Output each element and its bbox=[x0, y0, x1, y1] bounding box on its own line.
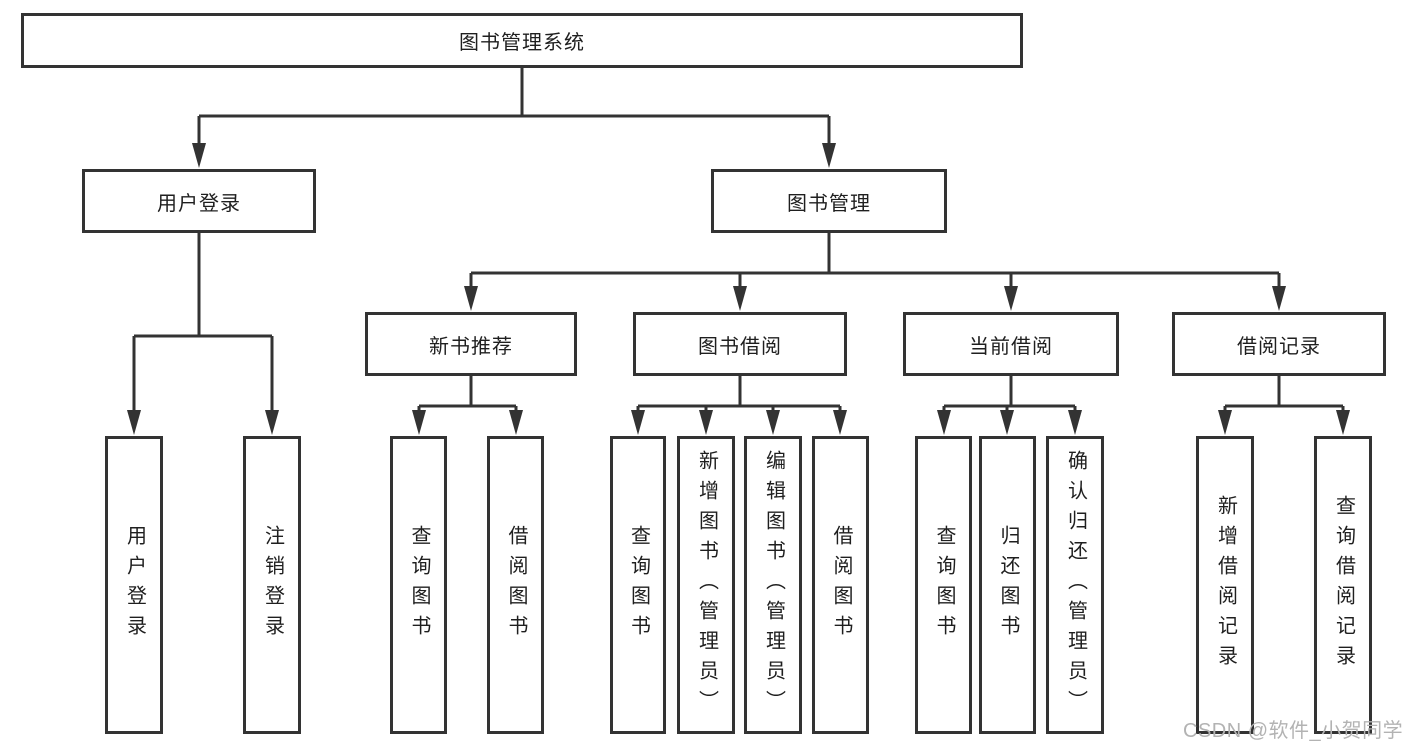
node-label: 确认归还（管理员） bbox=[1064, 450, 1087, 720]
node-label: 查询图书 bbox=[627, 525, 650, 645]
arrow-down-icon bbox=[509, 410, 523, 435]
node-label: 新增借阅记录 bbox=[1214, 495, 1237, 675]
leaf-user-login: 用户登录 bbox=[105, 436, 163, 734]
leaf-borrow-books: 借阅图书 bbox=[812, 436, 869, 734]
leaf-logout: 注销登录 bbox=[243, 436, 301, 734]
node-label: 查询图书 bbox=[408, 525, 430, 645]
node-label: 借阅图书 bbox=[505, 525, 527, 645]
node-root-title: 图书管理系统 bbox=[21, 13, 1023, 68]
node-label: 借阅图书 bbox=[830, 525, 852, 645]
node-label: 注销登录 bbox=[261, 525, 284, 645]
arrow-down-icon bbox=[937, 410, 951, 435]
arrow-down-icon bbox=[1218, 410, 1232, 435]
leaf-query-books-current: 查询图书 bbox=[915, 436, 972, 734]
node-user-login: 用户登录 bbox=[82, 169, 316, 233]
arrow-down-icon bbox=[192, 143, 206, 168]
leaf-add-books-admin: 新增图书（管理员） bbox=[677, 436, 735, 734]
leaf-add-borrow-record: 新增借阅记录 bbox=[1196, 436, 1254, 734]
node-label: 编辑图书（管理员） bbox=[762, 450, 785, 720]
node-borrow-records: 借阅记录 bbox=[1172, 312, 1386, 376]
arrow-down-icon bbox=[833, 410, 847, 435]
leaf-query-books-recommend: 查询图书 bbox=[390, 436, 447, 734]
node-current-borrow: 当前借阅 bbox=[903, 312, 1119, 376]
arrow-down-icon bbox=[1004, 286, 1018, 311]
arrow-down-icon bbox=[127, 410, 141, 435]
arrow-down-icon bbox=[1272, 286, 1286, 311]
node-label: 用户登录 bbox=[157, 192, 241, 215]
arrow-down-icon bbox=[822, 143, 836, 168]
arrowhead-icons bbox=[127, 143, 1350, 435]
node-label: 当前借阅 bbox=[969, 335, 1053, 358]
node-label: 图书管理 bbox=[787, 192, 871, 215]
arrow-down-icon bbox=[631, 410, 645, 435]
arrow-down-icon bbox=[1000, 410, 1014, 435]
leaf-return-books: 归还图书 bbox=[979, 436, 1036, 734]
node-new-book-recommend: 新书推荐 bbox=[365, 312, 577, 376]
arrow-down-icon bbox=[766, 410, 780, 435]
watermark: CSDN @软件_小贺同学 bbox=[1183, 720, 1404, 742]
node-label: 归还图书 bbox=[997, 525, 1019, 645]
arrow-down-icon bbox=[412, 410, 426, 435]
arrow-down-icon bbox=[265, 410, 279, 435]
arrow-down-icon bbox=[1336, 410, 1350, 435]
node-label: 查询借阅记录 bbox=[1332, 495, 1355, 675]
leaf-edit-books-admin: 编辑图书（管理员） bbox=[744, 436, 802, 734]
leaf-confirm-return-admin: 确认归还（管理员） bbox=[1046, 436, 1104, 734]
node-label: 借阅记录 bbox=[1237, 335, 1321, 358]
leaf-borrow-books-recommend: 借阅图书 bbox=[487, 436, 544, 734]
node-label: 查询图书 bbox=[933, 525, 955, 645]
node-label: 新书推荐 bbox=[429, 335, 513, 358]
arrow-down-icon bbox=[464, 286, 478, 311]
node-label: 新增图书（管理员） bbox=[695, 450, 718, 720]
leaf-query-borrow-record: 查询借阅记录 bbox=[1314, 436, 1372, 734]
root-title-label: 图书管理系统 bbox=[459, 32, 585, 54]
node-book-borrow: 图书借阅 bbox=[633, 312, 847, 376]
arrow-down-icon bbox=[1068, 410, 1082, 435]
arrow-down-icon bbox=[699, 410, 713, 435]
node-label: 图书借阅 bbox=[698, 335, 782, 358]
leaf-query-books-borrow: 查询图书 bbox=[610, 436, 666, 734]
arrow-down-icon bbox=[733, 286, 747, 311]
node-label: 用户登录 bbox=[123, 525, 146, 645]
node-book-management: 图书管理 bbox=[711, 169, 947, 233]
